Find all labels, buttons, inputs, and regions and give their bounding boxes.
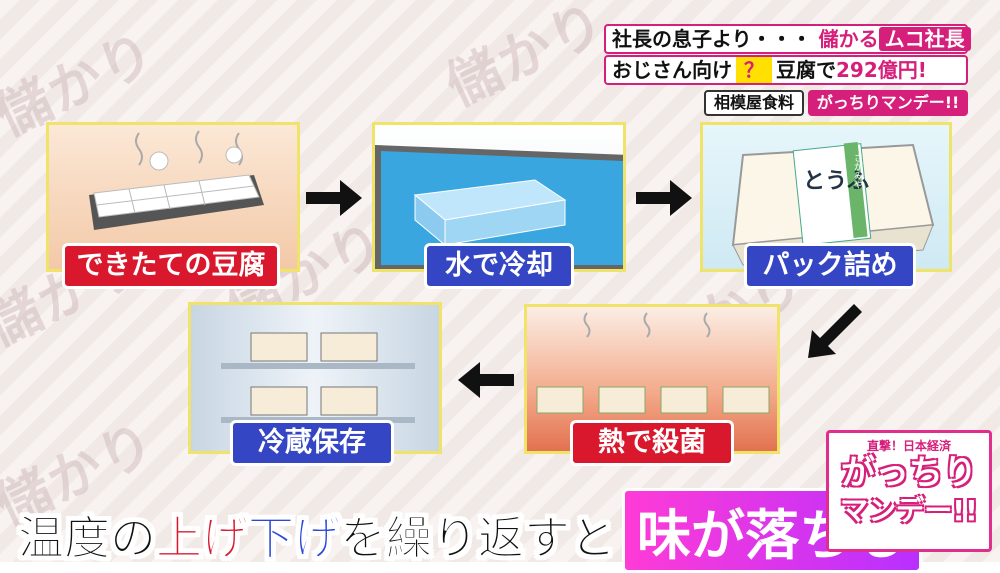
company-name: 相模屋食料 bbox=[713, 93, 794, 112]
step-label-fresh-tofu: できたての豆腐 bbox=[62, 243, 280, 289]
panel-fresh-tofu bbox=[46, 122, 300, 272]
sterilization-illustration bbox=[536, 312, 770, 414]
show-tag: がっちりマンデー!! bbox=[808, 90, 968, 116]
headline-line1: 社長の息子より・・・ 儲かるムコ社長 bbox=[604, 24, 971, 54]
arrow-right-icon bbox=[306, 180, 362, 216]
headline-text: おじさん向け bbox=[612, 58, 732, 82]
headline-text: 儲かる bbox=[818, 27, 879, 51]
package-label: とうふ bbox=[803, 169, 870, 194]
arrow-right-icon bbox=[636, 180, 692, 216]
show-name: がっちりマンデー!! bbox=[816, 93, 960, 112]
company-tag: 相模屋食料 bbox=[704, 90, 804, 116]
step-label-packing: パック詰め bbox=[744, 243, 916, 289]
caption-raise: 上げ bbox=[156, 511, 249, 566]
headline-text: 社長の息子より・・・ bbox=[612, 27, 812, 51]
water-tank-illustration bbox=[375, 145, 623, 269]
arrow-down-left-icon bbox=[808, 304, 862, 358]
show-logo: 直撃！日本経済 がっちり マンデー!! bbox=[826, 430, 992, 552]
step-label-refrigerated-storage: 冷蔵保存 bbox=[230, 420, 394, 466]
headline-amount: 292億円! bbox=[836, 58, 927, 82]
caption-text: 温度の bbox=[18, 511, 157, 566]
panel-water-cooling bbox=[372, 122, 626, 272]
logo-subtitle: 直撃！日本経済 bbox=[866, 439, 951, 453]
panel-heat-sterilization bbox=[524, 304, 780, 454]
step-label-heat-sterilization: 熱で殺菌 bbox=[570, 420, 734, 466]
logo-title: がっちり bbox=[841, 453, 977, 493]
headline-text: 豆腐で bbox=[776, 58, 836, 82]
step-label-water-cooling: 水で冷却 bbox=[424, 243, 574, 289]
logo-title: マンデー!! bbox=[840, 494, 978, 527]
headline-highlight: ムコ社長 bbox=[878, 27, 971, 51]
headline-line2: おじさん向け？豆腐で292億円! bbox=[604, 55, 968, 85]
watermark: 儲かり bbox=[436, 0, 616, 119]
caption: 温度の上げ下げを繰り返すと味が落ちる bbox=[18, 488, 922, 573]
arrow-left-icon bbox=[458, 362, 514, 398]
question-mark: ？ bbox=[736, 57, 772, 83]
package-sublabel: さがみや bbox=[852, 153, 862, 189]
caption-text: を繰り返すと bbox=[340, 511, 617, 566]
caption-lower: 下げ bbox=[248, 511, 341, 566]
tray-illustration bbox=[89, 130, 264, 230]
